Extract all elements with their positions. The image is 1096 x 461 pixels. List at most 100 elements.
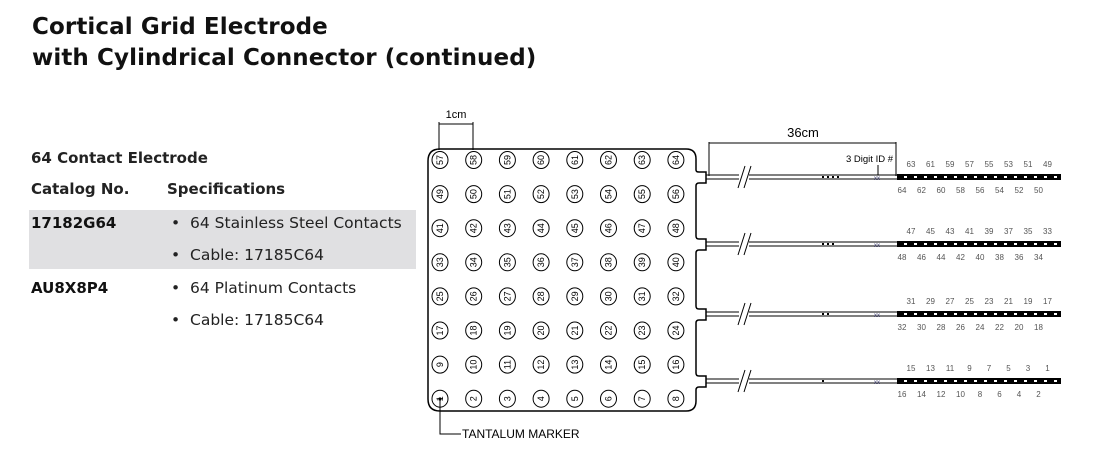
connector-gap <box>1014 313 1017 315</box>
cable-break-icon <box>737 165 752 189</box>
contact-number: 32 <box>671 291 681 301</box>
contact: 30 <box>600 287 617 306</box>
connector-gap <box>954 176 957 178</box>
contact-circle <box>532 389 550 408</box>
highlight-row-band <box>29 210 416 269</box>
bullet-icon: • <box>171 279 181 297</box>
contact-number: 43 <box>502 223 512 233</box>
bullet-icon: • <box>171 214 181 232</box>
connector-pin-label: 29 <box>926 297 935 306</box>
connector-gap <box>984 176 987 178</box>
connector-gap <box>934 313 937 315</box>
contact: 36 <box>532 253 550 272</box>
contact-number: 3 <box>502 396 512 401</box>
cable-id-dot <box>827 313 829 315</box>
contact-circle <box>431 219 449 238</box>
contact-circle <box>667 253 685 272</box>
contact: 55 <box>633 185 651 204</box>
contact-circle <box>431 185 449 204</box>
connector-pin-label: 24 <box>976 323 985 332</box>
contact: 23 <box>633 321 651 340</box>
connector-pin-label: 46 <box>917 253 926 262</box>
connector-pin-label: 41 <box>965 227 974 236</box>
contact: 14 <box>600 355 617 374</box>
contact: 43 <box>498 219 516 238</box>
catalog-number: AU8X8P4 <box>31 279 109 297</box>
contact: 62 <box>600 151 617 169</box>
connector-gap <box>984 243 987 245</box>
contact-number: 56 <box>671 189 681 199</box>
contact-circle <box>465 219 483 238</box>
contact-circle <box>566 321 584 340</box>
connector-gap <box>964 243 967 245</box>
connector-gap <box>1024 313 1027 315</box>
contact-circle <box>667 287 685 306</box>
contact-number: 60 <box>536 155 546 165</box>
contact-circle <box>498 389 516 408</box>
catalog-number: 17182G64 <box>31 214 117 232</box>
contact-circle <box>498 355 516 374</box>
contact-number: 44 <box>536 223 546 233</box>
contact-number: 24 <box>671 325 681 335</box>
spec-text: 64 Platinum Contacts <box>190 279 357 297</box>
contact-circle <box>498 253 516 272</box>
contact-circle <box>600 355 617 374</box>
contact-circle <box>532 287 550 306</box>
contact-number: 61 <box>570 155 580 165</box>
connector-gap <box>924 313 927 315</box>
contact: 6 <box>600 389 617 408</box>
contact: 31 <box>633 287 651 306</box>
cable-id-dot <box>832 243 834 245</box>
contact: 26 <box>465 287 483 306</box>
contact-number: 59 <box>502 155 512 165</box>
connector-gap <box>954 313 957 315</box>
contact: 5 <box>566 389 584 408</box>
connector-gap <box>944 313 947 315</box>
connector-gap <box>1054 176 1057 178</box>
contact-number: 4 <box>536 396 546 401</box>
contact-number: 17 <box>435 325 445 335</box>
contact: 46 <box>600 219 617 238</box>
contact-circle <box>566 219 584 238</box>
contact: 4 <box>532 389 550 408</box>
contact: 47 <box>633 219 651 238</box>
connector <box>897 378 1061 384</box>
contact: 8 <box>667 389 685 408</box>
connector-gap <box>904 243 907 245</box>
contact: 35 <box>498 253 516 272</box>
contact-circle <box>633 185 651 204</box>
contact-number: 37 <box>570 257 580 267</box>
contact: 10 <box>465 355 483 374</box>
id-mark: xx <box>874 243 880 249</box>
connector-pin-label: 58 <box>956 186 965 195</box>
contact-number: 7 <box>637 396 647 401</box>
spec-item: • 64 Platinum Contacts <box>171 279 356 297</box>
contact: 15 <box>633 355 651 374</box>
contact-circle <box>667 389 685 408</box>
contact-circle <box>633 287 651 306</box>
spec-item: •64 Stainless Steel Contacts <box>171 214 402 232</box>
contact-circle <box>633 253 651 272</box>
contact-number: 55 <box>637 189 647 199</box>
connector-pin-label: 57 <box>965 160 974 169</box>
contact: 2 <box>465 389 483 408</box>
connector-pin-label: 33 <box>1043 227 1052 236</box>
connector-pin-label: 12 <box>937 390 946 399</box>
contact-circle <box>465 389 483 408</box>
connector-pin-label: 35 <box>1024 227 1033 236</box>
connector-pin-label: 34 <box>1034 253 1043 262</box>
connector-pin-label: 26 <box>956 323 965 332</box>
connector-gap <box>904 380 907 382</box>
cable-length-label: 36cm <box>787 125 819 140</box>
cable-id-dot <box>822 176 824 178</box>
contact-number: 62 <box>604 155 614 165</box>
contact: 22 <box>600 321 617 340</box>
contact-circle <box>532 151 550 169</box>
connector-gap <box>944 380 947 382</box>
spacing-label: 1cm <box>446 109 467 121</box>
contact-circle <box>600 389 617 408</box>
connector-pin-label: 8 <box>978 390 983 399</box>
contact: 50 <box>465 185 483 204</box>
